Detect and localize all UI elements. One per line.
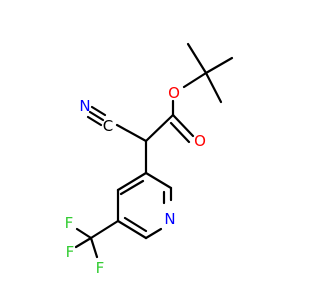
bond-tbu-methyl-bottom xyxy=(204,71,223,104)
atom-fluorine-bottom: F xyxy=(96,259,105,277)
atom-nitrogen-pyridine: N xyxy=(164,210,175,228)
ring-bond-3-inner xyxy=(123,216,148,233)
atom-carbon-nitrile: C xyxy=(103,117,113,135)
bond-nitrile-triple-a xyxy=(88,110,105,122)
atom-oxygen-ester: O xyxy=(168,84,180,102)
ring-bond-3 xyxy=(116,219,148,240)
bond-nitrile-triple-c xyxy=(86,115,103,127)
atom-fluorine-top: F xyxy=(66,243,75,261)
structure-canvas: O O N C N F F F xyxy=(64,42,234,277)
bond-carbonyl-double-b xyxy=(169,121,191,144)
bond-tbu-methyl-right xyxy=(204,56,234,75)
bond-ring-cf3 xyxy=(89,219,120,240)
atom-fluorine-left: F xyxy=(65,214,74,232)
ring-bond-1 xyxy=(116,171,148,192)
bond-tbu-oxygen xyxy=(182,71,208,89)
bond-nitrile-triple-b xyxy=(90,105,107,117)
atom-oxygen-carbonyl: O xyxy=(194,132,206,150)
bond-cf3-f-top xyxy=(74,236,93,249)
ring-bond-1-inner xyxy=(119,179,145,196)
atom-nitrogen-nitrile: N xyxy=(79,97,90,115)
bond-alpha-nitrile-carbon xyxy=(115,123,148,143)
bond-cf3-f-left xyxy=(75,227,93,240)
bond-tbu-methyl-top xyxy=(186,42,208,75)
molecule-diagram: O O N C N F F F xyxy=(65,42,234,277)
ring-bond-6 xyxy=(144,171,173,190)
ring-bond-4 xyxy=(144,227,163,240)
bond-carbonyl-double-a xyxy=(171,113,195,138)
bond-carbonyl-alpha xyxy=(144,113,175,143)
bond-cf3-f-bottom xyxy=(89,236,99,259)
